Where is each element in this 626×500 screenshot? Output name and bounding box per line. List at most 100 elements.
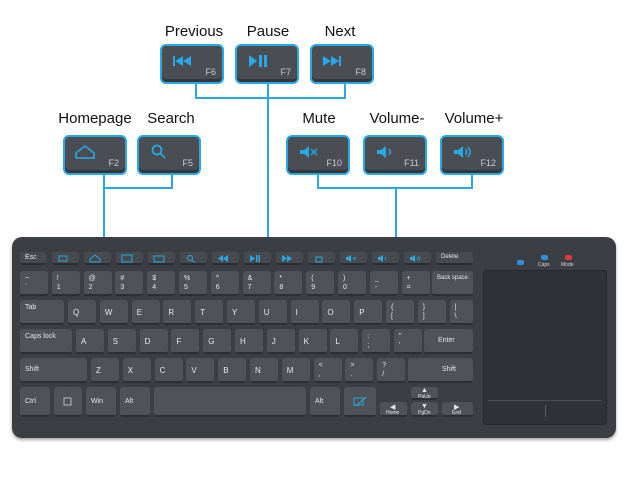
win-key[interactable]: Win [86, 387, 116, 417]
number-key-7[interactable]: &7 [242, 271, 271, 296]
symbol-key-row2-0-secondary-label: [ [391, 313, 393, 320]
number-key-5[interactable]: %5 [179, 271, 207, 296]
letter-key-row2-2[interactable]: E [131, 300, 160, 325]
letter-key-row4-1[interactable]: X [122, 358, 151, 383]
shift-left-key[interactable]: Shift [20, 358, 87, 383]
f8-key[interactable] [276, 252, 303, 265]
symbol-key-row2-0[interactable]: {[ [386, 300, 414, 325]
delete-key[interactable]: Delete [436, 252, 473, 265]
symbol-key-row2-2-label: | [454, 304, 457, 311]
shift-right-key[interactable]: Shift [408, 358, 473, 383]
letter-key-row3-5-label: H [240, 337, 246, 346]
letter-key-row2-7[interactable]: I [290, 300, 319, 325]
f6-key[interactable] [212, 252, 239, 265]
letter-key-row4-0[interactable]: Z [91, 358, 119, 383]
pause-label: Pause [246, 23, 290, 40]
number-key-2[interactable]: @2 [83, 271, 112, 296]
letter-key-row3-3[interactable]: F [171, 329, 200, 354]
menu-key[interactable] [54, 387, 82, 417]
symbol-key-row4-0[interactable]: <, [313, 358, 342, 383]
arrow-right-key[interactable]: ▶End [442, 402, 473, 417]
arrow-down-key[interactable]: ▼PgDn [411, 402, 438, 417]
pause-callout-key: F7 [235, 44, 299, 84]
f2-key[interactable] [84, 252, 111, 265]
letter-key-row3-2[interactable]: D [139, 329, 168, 354]
f3-key[interactable] [116, 252, 143, 265]
enter-key[interactable]: Enter [424, 329, 473, 354]
symbol-key-row4-0-secondary-label: , [318, 371, 321, 378]
letter-key-row2-1[interactable]: W [99, 300, 128, 325]
symbol-key-row4-1[interactable]: >. [345, 358, 374, 383]
letter-key-row3-5[interactable]: H [235, 329, 263, 354]
symbol-key-row3-1-label: " [399, 333, 402, 340]
letter-key-row4-5[interactable]: N [250, 358, 278, 383]
letter-key-row2-6[interactable]: U [258, 300, 287, 325]
keyboard-body: Caps Mode Esc Delete Back space Tab Caps… [12, 237, 616, 438]
alt-left-key[interactable]: Alt [120, 387, 150, 417]
number-key-1-secondary-label: 1 [56, 284, 61, 291]
number-key-10[interactable]: )0 [338, 271, 366, 296]
letter-key-row3-1[interactable]: S [107, 329, 136, 354]
letter-key-row2-5[interactable]: Y [227, 300, 255, 325]
letter-key-row4-4[interactable]: B [218, 358, 247, 383]
arrow-left-key[interactable]: ◀Home [380, 402, 407, 417]
caps-lock-key[interactable]: Caps lock [20, 329, 72, 354]
symbol-key-row2-1[interactable]: }] [417, 300, 446, 325]
ctrl-key[interactable]: Ctrl [20, 387, 50, 417]
letter-key-row4-0-label: Z [96, 366, 101, 375]
mute-callout-key: F10 [286, 135, 350, 175]
touchpad-toggle-key[interactable] [344, 387, 376, 417]
letter-key-row2-8[interactable]: O [322, 300, 351, 325]
letter-key-row4-6[interactable]: M [281, 358, 310, 383]
number-key-12[interactable]: += [401, 271, 430, 296]
pgup-key-label: PgUp [418, 394, 431, 400]
symbol-key-row3-1[interactable]: "' [394, 329, 422, 354]
volume-up-fn-label: F12 [480, 158, 496, 168]
previous-label: Previous [164, 23, 224, 40]
letter-key-row2-4[interactable]: T [195, 300, 224, 325]
touchpad[interactable] [483, 270, 607, 425]
alt-right-key-label: Alt [315, 398, 324, 405]
number-key-9[interactable]: (9 [306, 271, 335, 296]
arrow-up-key[interactable]: ▲PgUp [411, 387, 438, 400]
letter-key-row3-4[interactable]: G [203, 329, 232, 354]
letter-key-row3-7[interactable]: K [298, 329, 327, 354]
tab-key[interactable]: Tab [20, 300, 64, 325]
letter-key-row3-6[interactable]: J [266, 329, 295, 354]
letter-key-row2-0[interactable]: Q [68, 300, 96, 325]
number-key-4[interactable]: $4 [147, 271, 176, 296]
number-key-11[interactable]: _- [369, 271, 398, 296]
number-key-4-secondary-label: 4 [152, 284, 157, 291]
letter-key-row4-3[interactable]: V [186, 358, 215, 383]
f10-key[interactable] [340, 252, 367, 265]
letter-key-row3-8[interactable]: L [330, 329, 359, 354]
letter-key-row3-0[interactable]: A [76, 329, 104, 354]
symbol-key-row4-2[interactable]: ?/ [377, 358, 406, 383]
f9-key[interactable] [308, 252, 335, 265]
number-key-1[interactable]: !1 [51, 271, 80, 296]
symbol-key-row4-2-secondary-label: / [382, 371, 385, 378]
backspace-key[interactable]: Back space [432, 271, 473, 296]
f7-key[interactable] [244, 252, 271, 265]
number-key-6[interactable]: ^6 [210, 271, 239, 296]
letter-key-row4-2[interactable]: C [154, 358, 183, 383]
letter-key-row2-3[interactable]: R [163, 300, 192, 325]
esc-key[interactable]: Esc [20, 252, 46, 265]
home-icon [75, 144, 95, 159]
letter-key-row3-3-label: F [176, 337, 182, 346]
number-key-3[interactable]: #3 [115, 271, 144, 296]
symbol-key-row2-2[interactable]: |\ [449, 300, 473, 325]
f5-key[interactable] [180, 252, 207, 265]
number-key-0[interactable]: ~` [20, 271, 48, 296]
number-key-8[interactable]: *8 [274, 271, 303, 296]
f4-key[interactable] [148, 252, 175, 265]
f1-key[interactable] [52, 252, 79, 265]
space-key[interactable] [154, 387, 306, 417]
symbol-key-row3-0[interactable]: :; [362, 329, 391, 354]
f11-key[interactable] [372, 252, 399, 265]
f12-key[interactable] [404, 252, 431, 265]
alt-right-key[interactable]: Alt [310, 387, 340, 417]
homepage-label: Homepage [58, 110, 132, 127]
letter-key-row2-9[interactable]: P [354, 300, 383, 325]
